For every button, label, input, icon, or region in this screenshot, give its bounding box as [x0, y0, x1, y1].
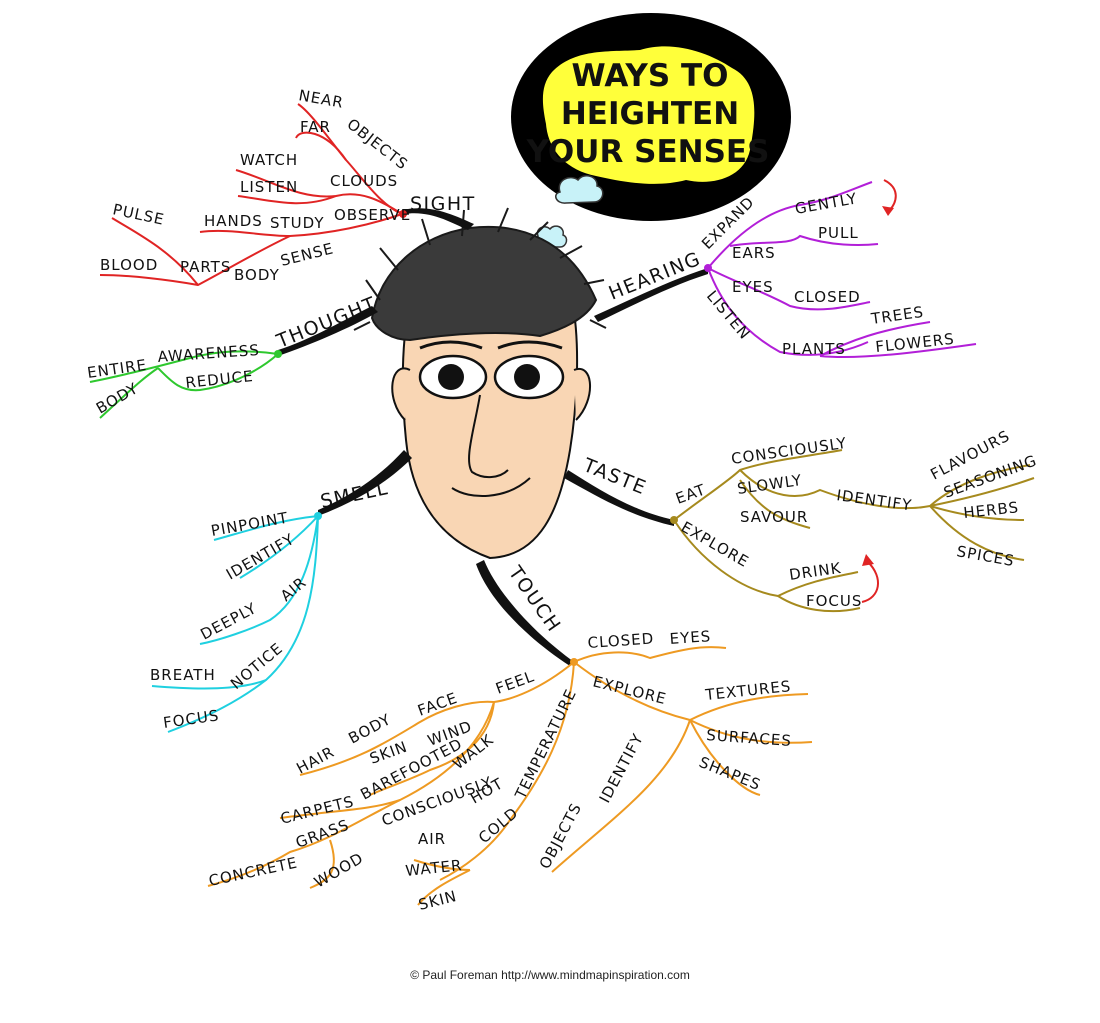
word-reduce: REDUCE: [185, 367, 255, 392]
word-feel: FEEL: [493, 667, 537, 698]
word-eat: EAT: [673, 480, 708, 507]
title-line-3: YOUR SENSES: [526, 134, 770, 170]
word-sense: SENSE: [279, 239, 336, 270]
title-line-2: HEIGHTEN: [561, 96, 739, 132]
word-shapes: SHAPES: [697, 753, 764, 794]
word-far: FAR: [300, 118, 331, 136]
word-temperature: TEMPERATURE: [511, 686, 580, 803]
word-closed-touch: CLOSED: [587, 629, 655, 652]
word-identify-smell: IDENTIFY: [223, 530, 298, 584]
label-sight: SIGHT: [410, 193, 476, 215]
word-body-thought: BODY: [93, 379, 142, 417]
label-taste: TASTE: [579, 454, 650, 500]
word-observe: OBSERVE: [334, 206, 411, 224]
ear-right: [573, 367, 591, 421]
word-breath: BREATH: [150, 666, 216, 684]
label-thought: THOUGHT: [273, 293, 380, 353]
word-study: STUDY: [270, 214, 325, 232]
word-explore-touch: EXPLORE: [591, 672, 668, 708]
word-awareness: AWARENESS: [157, 341, 260, 366]
word-identify-taste: IDENTIFY: [835, 486, 913, 514]
word-ears: EARS: [732, 244, 776, 262]
word-focus-taste: FOCUS: [806, 592, 862, 610]
word-cold: COLD: [475, 804, 522, 847]
title-line-1: WAYS TO: [572, 58, 729, 94]
word-pull: PULL: [818, 224, 859, 242]
face-illustration: [353, 207, 607, 560]
word-eyes-hearing: EYES: [732, 278, 774, 296]
word-entire: ENTIRE: [86, 356, 148, 382]
word-objects: OBJECTS: [344, 115, 412, 174]
credit-line: © Paul Foreman http://www.mindmapinspira…: [410, 968, 690, 982]
eyes: [418, 340, 565, 400]
word-watch: WATCH: [240, 151, 298, 169]
word-objects-touch: OBJECTS: [536, 800, 586, 872]
curved-arrow-icon-2: [861, 561, 879, 603]
word-focus-smell: FOCUS: [162, 706, 220, 732]
word-eyes-touch: EYES: [669, 627, 712, 648]
word-skin-touch-2: SKIN: [417, 887, 459, 914]
branch-sight: [99, 103, 403, 287]
mouth: [451, 477, 531, 497]
word-concrete: CONCRETE: [207, 853, 299, 889]
nose: [468, 394, 509, 478]
title-bubble: WAYS TO HEIGHTEN YOUR SENSES: [511, 13, 791, 221]
word-listen: LISTEN: [240, 178, 298, 196]
word-savour: SAVOUR: [740, 508, 808, 526]
word-clouds: CLOUDS: [330, 172, 398, 190]
word-surfaces: SURFACES: [706, 726, 793, 750]
word-spices: SPICES: [955, 542, 1016, 570]
word-parts: PARTS: [180, 258, 231, 276]
word-face: FACE: [415, 689, 460, 720]
branch-taste: [673, 449, 1035, 613]
branch-touch: [207, 646, 813, 906]
word-notice: NOTICE: [227, 639, 287, 693]
word-blood: BLOOD: [100, 256, 158, 274]
word-body-sight: BODY: [234, 266, 280, 284]
word-hands: HANDS: [204, 212, 263, 230]
word-gently: GENTLY: [794, 189, 859, 218]
branch-smell: [151, 515, 319, 733]
word-water: WATER: [405, 856, 464, 880]
word-pulse: PULSE: [111, 200, 166, 228]
label-touch: TOUCH: [503, 561, 565, 636]
branch-hearing: [707, 181, 977, 359]
word-plants: PLANTS: [782, 340, 846, 358]
word-herbs: HERBS: [963, 498, 1020, 522]
word-drink: DRINK: [788, 559, 843, 584]
word-hair: HAIR: [293, 743, 337, 778]
label-smell: SMELL: [318, 477, 390, 513]
ear-left: [391, 367, 411, 421]
word-air-touch: AIR: [418, 830, 446, 848]
branch-trunks: [278, 208, 708, 666]
branch-thought: [89, 350, 279, 419]
word-consciously-taste: CONSCIOUSLY: [730, 434, 848, 468]
hair: [353, 207, 607, 342]
word-air-smell: AIR: [277, 573, 310, 605]
word-wood: WOOD: [311, 849, 367, 892]
word-closed-hearing: CLOSED: [794, 288, 861, 306]
